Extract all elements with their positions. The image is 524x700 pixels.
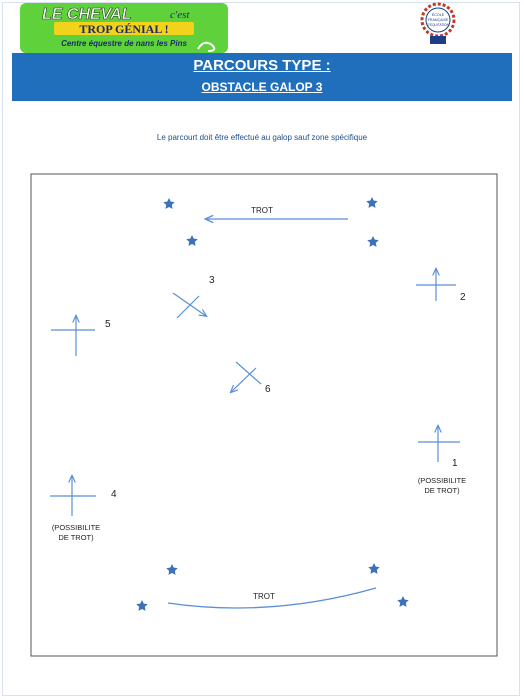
logo-word-small: c'est [170, 9, 190, 21]
page-subtitle: OBSTACLE GALOP 3 [201, 80, 323, 94]
trot-top-label: TROT [251, 206, 273, 215]
trot-bottom-arc [167, 587, 377, 609]
obstacle-number: 1 [452, 458, 458, 469]
obstacle-6: 6 [231, 361, 271, 395]
federation-badge: ÉCOLE FRANÇAISE D'ÉQUITATION [420, 2, 456, 44]
horseshoe-icon [197, 41, 216, 52]
title-banner: PARCOURS TYPE : OBSTACLE GALOP 3 [12, 53, 512, 101]
instruction-text: Le parcourt doit être effectué au galop … [156, 133, 368, 142]
trot-bottom-label: TROT [253, 592, 275, 601]
obstacle-number: 4 [111, 489, 117, 500]
obstacle-2: 2 [416, 269, 466, 303]
obstacle-1: 1 (POSSIBILITE DE TROT) [418, 426, 466, 495]
arena-border [30, 173, 498, 657]
logo-line3: Centre équestre de nans les Pins [61, 39, 187, 48]
obstacle-note: (POSSIBILITE [52, 523, 100, 532]
obstacle-4: 4 (POSSIBILITE DE TROT) [50, 476, 117, 542]
obstacle-number: 5 [105, 319, 111, 330]
obstacle-5: 5 [51, 316, 111, 356]
badge-text-2: FRANÇAISE [428, 18, 449, 22]
badge-text-3: D'ÉQUITATION [427, 22, 450, 27]
obstacle-number: 2 [460, 292, 466, 303]
page-title: PARCOURS TYPE : [193, 57, 331, 74]
obstacle-note: (POSSIBILITE [418, 476, 466, 485]
club-logo: LE CHEVAL c'est TROP GÉNIAL ! Centre équ… [20, 3, 228, 53]
obstacle-note: DE TROT) [58, 533, 94, 542]
obstacle-number: 6 [265, 384, 271, 395]
badge-text-1: ÉCOLE [432, 12, 445, 17]
obstacle-3: 3 [172, 275, 215, 319]
logo-line1: LE CHEVAL [42, 6, 131, 23]
logo-line2: TROP GÉNIAL ! [79, 22, 168, 36]
obstacle-number: 3 [209, 275, 215, 286]
obstacle-note: DE TROT) [424, 486, 460, 495]
